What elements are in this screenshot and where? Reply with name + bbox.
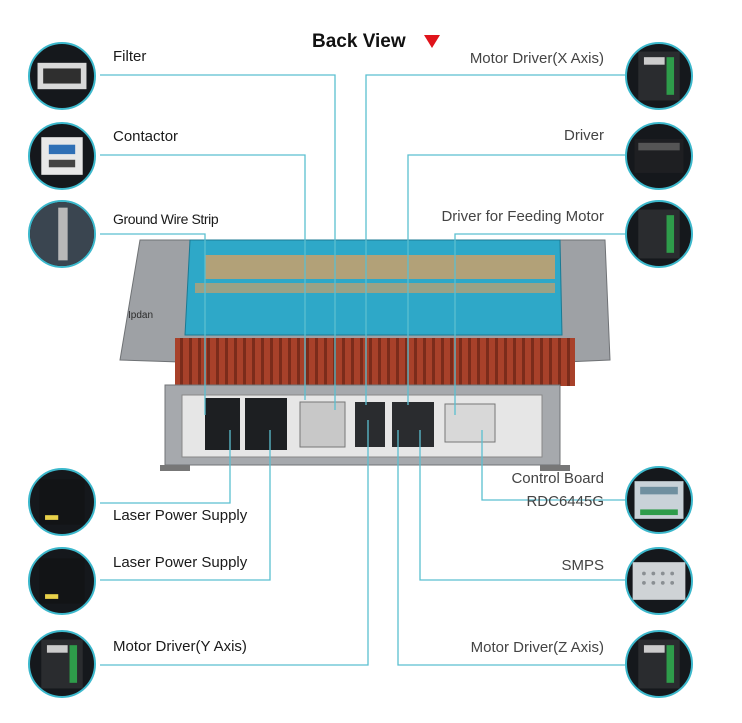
- label-smps: SMPS: [561, 557, 604, 574]
- label-contactor: Contactor: [113, 128, 179, 145]
- driver-icon: [625, 122, 693, 190]
- motor-driver-icon: [625, 630, 693, 698]
- label-control-board: Control Board: [511, 470, 604, 487]
- label-laser-power-supply-1: Laser Power Supply: [113, 507, 248, 524]
- filter-icon: [28, 42, 96, 110]
- label-motor-driver-y: Motor Driver(Y Axis): [113, 638, 247, 655]
- machine-logo: Ipdan: [128, 310, 153, 321]
- label-ground-wire-strip: Ground Wire Strip: [113, 211, 219, 227]
- motor-driver-icon: [28, 630, 96, 698]
- motor-driver-icon: [625, 42, 693, 110]
- ground-wire-strip-icon: [28, 200, 96, 268]
- label-driver: Driver: [564, 127, 604, 144]
- laser-power-supply-icon: [28, 468, 96, 536]
- label-driver-feeding-motor: Driver for Feeding Motor: [441, 208, 604, 225]
- feeding-motor-driver-icon: [625, 200, 693, 268]
- down-arrow-icon: [424, 35, 440, 48]
- contactor-icon: [28, 122, 96, 190]
- label-filter: Filter: [113, 48, 147, 65]
- control-board-icon: [625, 466, 693, 534]
- label-motor-driver-x: Motor Driver(X Axis): [469, 50, 604, 67]
- label-control-board-model: RDC6445G: [526, 493, 604, 510]
- laser-power-supply-icon: [28, 547, 96, 615]
- label-laser-power-supply-2: Laser Power Supply: [113, 554, 248, 571]
- label-motor-driver-z: Motor Driver(Z Axis): [470, 639, 604, 656]
- diagram-title: Back View: [312, 31, 406, 52]
- smps-icon: [625, 547, 693, 615]
